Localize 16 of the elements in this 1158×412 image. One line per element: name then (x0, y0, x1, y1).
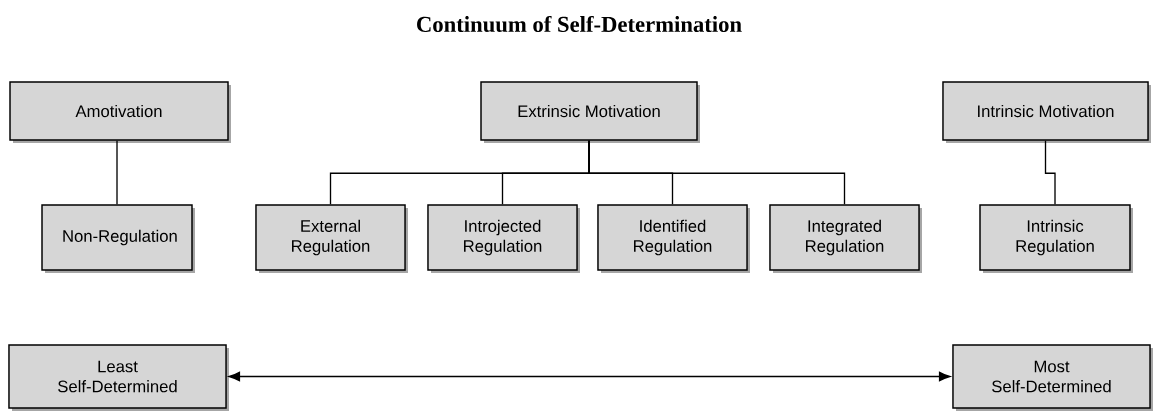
label-box: Non-Regulation (41, 204, 195, 273)
title: Continuum of Self-Determination (417, 15, 742, 33)
label-box: Least Self-Determined (8, 344, 229, 411)
label-box: Introjected Regulation (427, 204, 580, 273)
label-box: Extrinsic Motivation (480, 81, 700, 143)
label-box: Intrinsic Regulation (979, 204, 1133, 273)
connector-line (588, 140, 846, 205)
label-box: Identified Regulation (597, 204, 750, 273)
connector-line (1044, 140, 1056, 205)
label-box: Integrated Regulation (769, 204, 922, 273)
double-arrow (228, 371, 951, 382)
label-box: External Regulation (255, 204, 408, 273)
label-box: Intrinsic Motivation (942, 81, 1151, 143)
label-box: Amotivation (9, 81, 231, 143)
label-box: Most Self-Determined (952, 344, 1153, 411)
connector-line (116, 140, 118, 205)
